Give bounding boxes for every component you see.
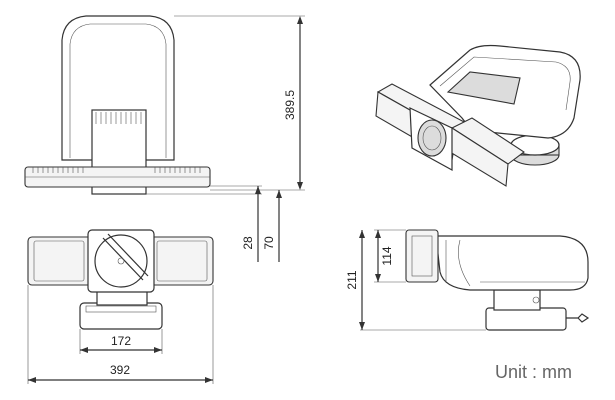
dimension-side-total-height: 211 [345,230,365,330]
dimension-overall-width: 392 [28,363,213,383]
dim-label-side-head-height: 114 [380,246,394,265]
dim-label-side-total-height: 211 [345,270,359,289]
isometric-view [375,44,581,187]
dimension-base-width: 172 [80,334,162,353]
dim-label-overall-width: 392 [110,363,130,377]
dimension-height-total: 389.5 [283,16,303,190]
top-view [27,229,214,384]
dim-label-offset-a: 28 [241,236,255,250]
side-view [360,229,590,331]
dimension-offsets: 28 70 [241,186,282,262]
dim-label-base-width: 172 [111,334,131,348]
dimension-side-head-height: 114 [375,230,394,282]
unit-label: Unit : mm [495,362,572,382]
dim-label-height-total: 389.5 [283,90,297,120]
dim-label-offset-b: 70 [262,236,276,250]
front-view [24,15,305,195]
